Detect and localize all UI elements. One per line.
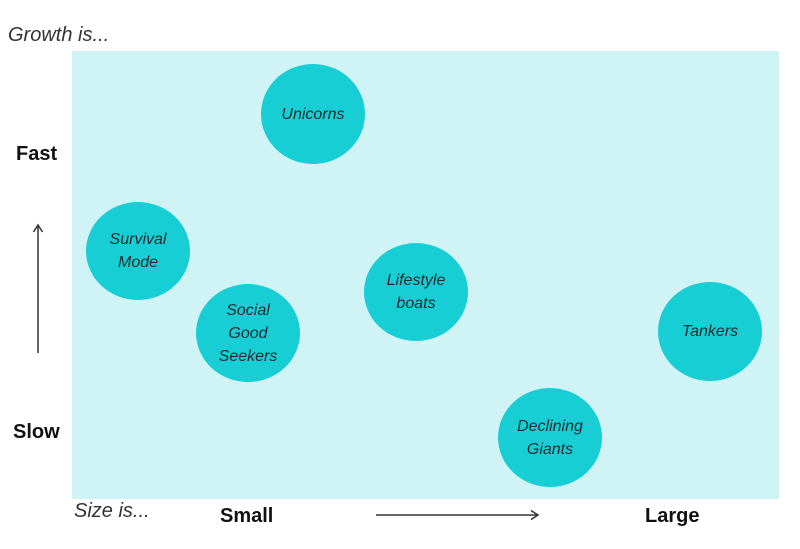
declining-giants-bubble: Declining Giants <box>498 388 602 487</box>
tankers-label: Tankers <box>681 323 739 340</box>
horizontal-arrow-icon <box>376 509 540 521</box>
declining-giants-label: Declining Giants <box>517 417 583 458</box>
fast-label: Fast <box>16 143 58 165</box>
survival-mode-label: Survival Mode <box>109 231 167 271</box>
small-label: Small <box>220 505 274 527</box>
large-label: Large <box>645 505 700 527</box>
lifestyle-boats-bubble: Lifestyle boats <box>364 243 468 341</box>
survival-mode-bubble: Survival Mode <box>86 202 190 300</box>
tankers-bubble: Tankers <box>658 282 762 381</box>
lifestyle-boats-label: Lifestyle boats <box>386 272 446 312</box>
unicorns-label: Unicorns <box>281 105 345 123</box>
growth-axis-title: Growth is... <box>8 24 110 46</box>
social-good-seekers-bubble: Social Good Seekers <box>196 284 300 382</box>
size-axis-title: Size is... <box>74 500 150 522</box>
social-good-seekers-label: Social Good Seekers <box>218 301 278 365</box>
slow-label: Slow <box>13 421 60 443</box>
unicorns-bubble: Unicorns <box>261 64 365 164</box>
vertical-arrow-icon <box>32 223 44 353</box>
